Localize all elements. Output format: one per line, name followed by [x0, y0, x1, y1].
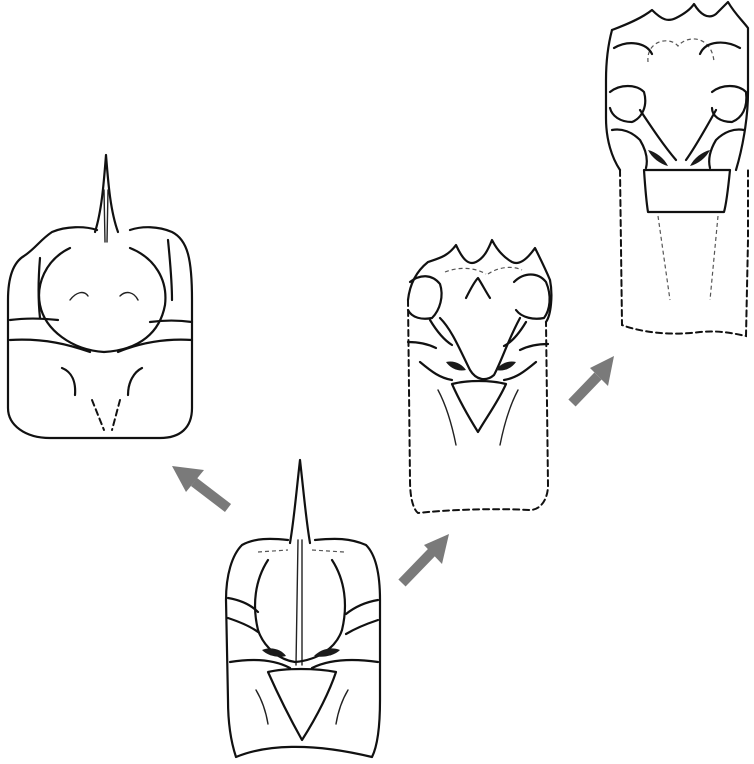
carapace-outline-dashed: [408, 300, 548, 513]
rostral-notch: [466, 278, 490, 298]
gastric-region: [255, 560, 345, 662]
cervical-groove: [10, 340, 192, 352]
specimen-derived-form: [606, 2, 748, 336]
frontal-dashes: [648, 39, 714, 62]
cardiac-region: [452, 381, 506, 432]
posterior-lobes: [62, 368, 142, 395]
hepatic-lobe-right: [514, 275, 550, 319]
frontal-dashes: [258, 550, 344, 552]
branchial-groove-left: [10, 258, 58, 320]
cardiac-plate: [644, 170, 730, 212]
branchial-groove-right: [150, 240, 192, 322]
carapace-outline: [226, 539, 380, 757]
branchial-lobes-left: [612, 129, 647, 168]
median-groove: [296, 540, 302, 665]
rostral-spine: [290, 460, 310, 543]
posterior-dashes: [658, 216, 718, 300]
cardiac-region: [268, 669, 336, 740]
carapace-outline-dashed: [620, 170, 748, 336]
gastric-arc: [440, 318, 520, 379]
branchial-groove-left: [228, 598, 258, 632]
muscle-scar-left: [446, 361, 466, 370]
rostral-spine: [95, 155, 118, 232]
muscle-scar-left: [648, 150, 668, 166]
carapace-outline: [8, 227, 192, 438]
specimen-intermediate-form: [408, 240, 551, 513]
gastric-tubercles: [70, 293, 138, 300]
arrow-to-spined-form: [172, 466, 228, 508]
hepatic-lobe-left: [610, 86, 645, 122]
posterior-lobes: [256, 690, 348, 724]
branchial-groove-right: [346, 600, 378, 634]
muscle-scar-left: [262, 648, 286, 656]
gastric-region: [39, 248, 165, 352]
rostral-groove: [104, 190, 108, 242]
arrow-to-intermediate-form: [402, 534, 449, 583]
posterior-lobes: [438, 390, 518, 445]
muscle-scar-right: [314, 648, 340, 656]
arrow-to-derived-form: [572, 356, 614, 403]
carapace-outline-left: [606, 30, 620, 170]
specimen-ancestral-form: [226, 460, 380, 757]
frontal-dashes: [445, 267, 522, 274]
muscle-scar-right: [690, 150, 710, 166]
specimen-spined-form: [8, 155, 192, 438]
posterior-dashes: [92, 400, 120, 430]
hepatic-lobe-right: [712, 86, 746, 122]
